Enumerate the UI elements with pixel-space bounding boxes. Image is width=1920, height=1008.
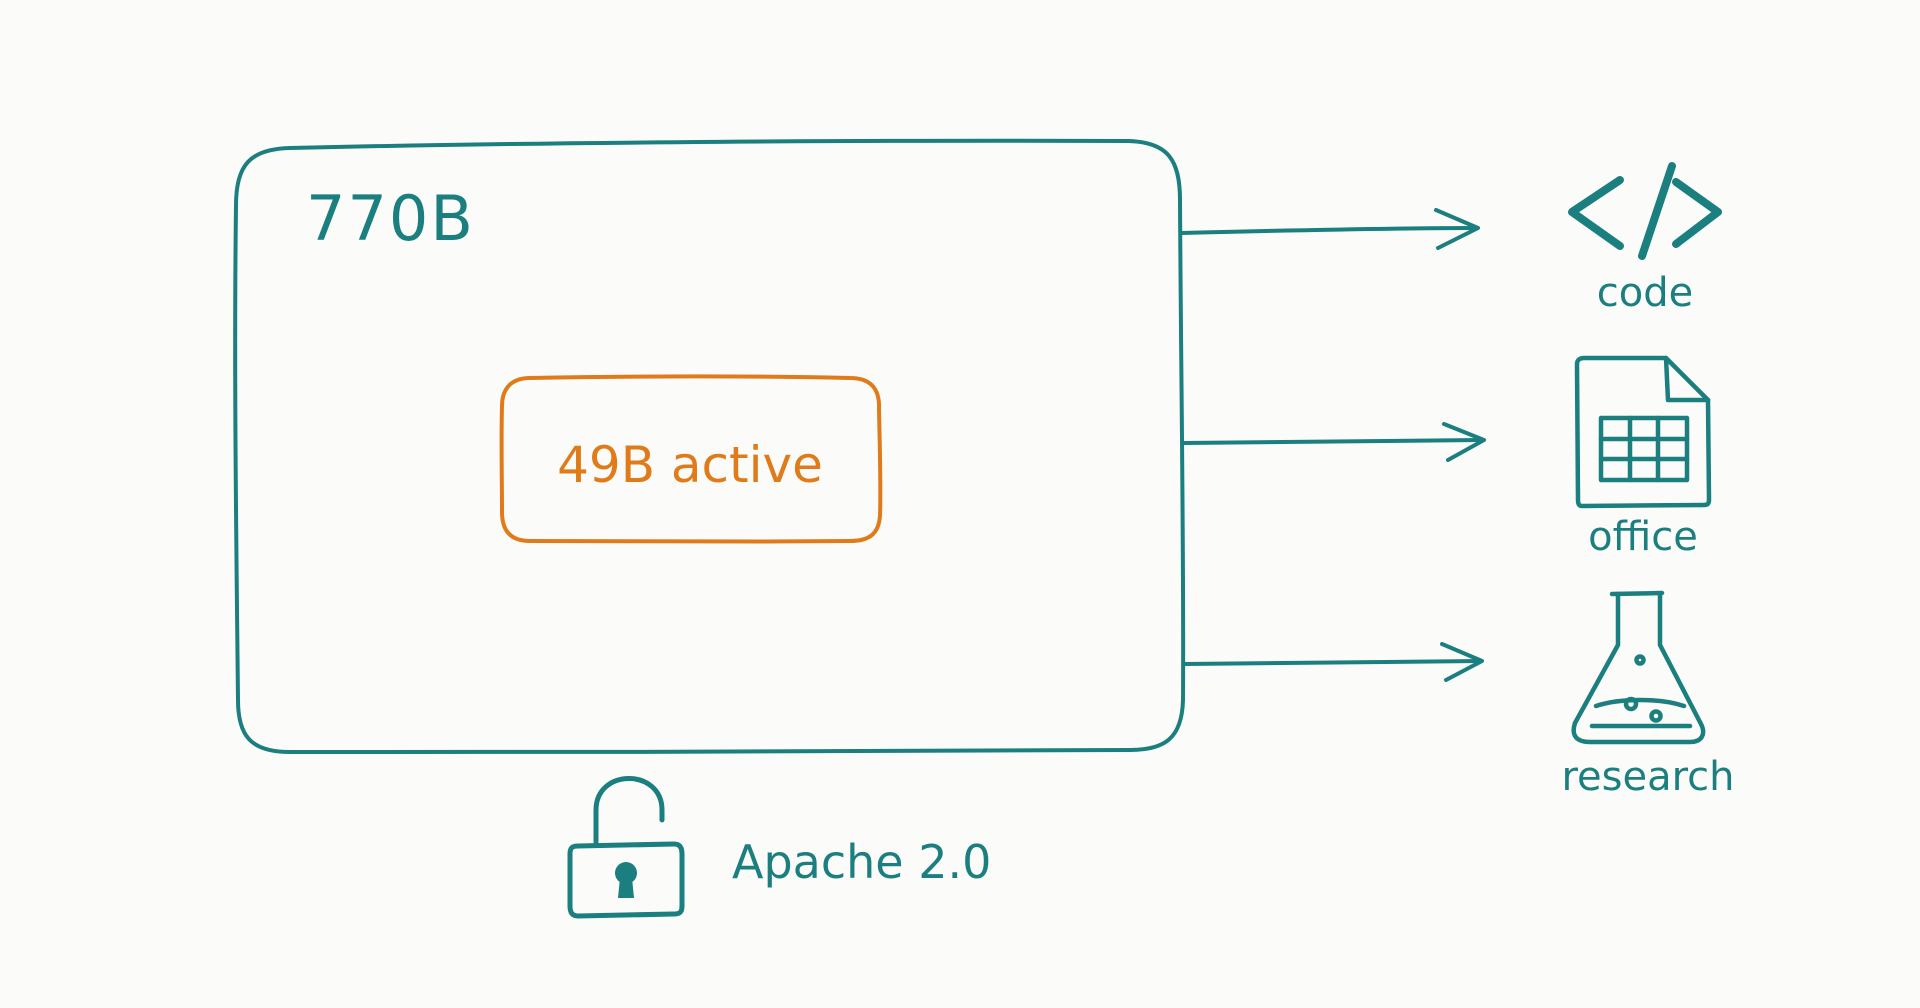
license-label: Apache 2.0 <box>732 835 991 889</box>
active-params-box <box>499 374 883 544</box>
model-size-label: 770B <box>306 182 475 255</box>
active-params-label: 49B active <box>557 436 823 494</box>
arrow-to-office <box>1182 422 1486 462</box>
output-label-research: research <box>1561 754 1734 800</box>
output-label-office: office <box>1588 514 1698 560</box>
spreadsheet-document-icon <box>1574 355 1712 509</box>
arrow-to-code <box>1180 208 1480 250</box>
output-label-code: code <box>1597 270 1693 316</box>
arrow-to-research <box>1182 642 1484 682</box>
unlocked-padlock-icon <box>567 776 685 919</box>
model-box <box>233 138 1186 754</box>
code-brackets-icon <box>1568 162 1722 260</box>
flask-icon <box>1571 590 1706 745</box>
keyhole-icon <box>615 862 637 898</box>
